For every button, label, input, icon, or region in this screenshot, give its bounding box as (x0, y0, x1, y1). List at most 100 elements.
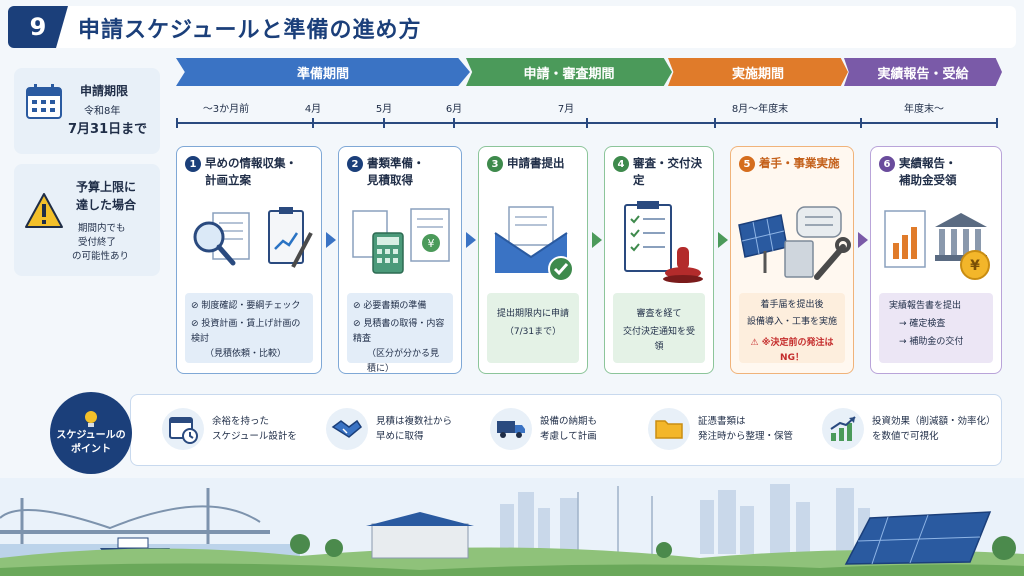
step-6-title-line1: 実績報告・ (899, 156, 957, 170)
step-1-detail-line: （見積依頼・比較） (205, 349, 287, 359)
step-2-detail-line: ⊘ 見積書の取得・内容精査 (353, 319, 445, 344)
step-5-card: 5 着手・事業実施 着手届を提出後 設備導入・工事を実施 ⚠ ※決定前の発注はN… (730, 146, 854, 374)
phase-report-receipt: 実績報告・受給 (844, 58, 1002, 86)
checklist-stamp-icon (624, 201, 703, 283)
growth-chart-icon (830, 416, 856, 441)
step-5-title: 着手・事業実施 (759, 156, 840, 170)
tip-text: 投資効果（削減額・効率化） (872, 416, 996, 427)
step-3-card: 3 申請書提出 提出期限内に申請 （7/31まで） (478, 146, 588, 374)
timeline-tick (860, 118, 862, 128)
tip-text: 発注時から整理・保管 (698, 431, 794, 442)
timeline-tick (383, 118, 385, 128)
envelope-check-icon (494, 206, 574, 282)
report-bank-icon: ¥ (884, 210, 990, 280)
step-1-detail-line: ⊘ 制度確認・要綱チェック (191, 301, 301, 311)
tip-text: スケジュール設計を (212, 431, 297, 442)
phase-implementation: 実施期間 (668, 58, 848, 86)
step-1-number: 1 (185, 156, 201, 172)
step-1-detail-box: ⊘ 制度確認・要綱チェック ⊘ 投資計画・賃上げ計画の検討 （見積依頼・比較） (185, 293, 313, 363)
deadline-card: 申請期限 令和8年 7月31日まで (14, 68, 160, 154)
tip-text: 余裕を持った (212, 416, 270, 427)
step-3-title: 申請書提出 (507, 156, 565, 170)
budget-note-line2: 受付終了 (78, 237, 117, 248)
chevron-right-icon (718, 232, 728, 248)
calculator-quote-icon: ¥ (352, 208, 450, 274)
tip-item-quotes: 見積は複数社から早めに取得 (326, 404, 486, 454)
calendar-clock-icon (169, 417, 198, 444)
step-5-warning-line: ⚠ ※決定前の発注はNG！ (750, 338, 834, 363)
step-3-detail-line: （7/31まで） (504, 327, 562, 337)
tip-text: 見積は複数社から (376, 416, 453, 427)
tip-text: を数値で可視化 (872, 431, 939, 442)
step-6-title-line2: 補助金受領 (899, 173, 957, 187)
chevron-right-icon (326, 232, 336, 248)
timeline-tick (176, 118, 178, 128)
handshake-icon (331, 419, 362, 438)
step-6-number: 6 (879, 156, 895, 172)
landscape-illustration (0, 478, 1024, 576)
phase-application-review: 申請・審査期間 (466, 58, 672, 86)
step-4-title: 審査・交付決定 (633, 156, 702, 187)
step-2-detail-line: （区分が分かる見積に） (367, 349, 440, 374)
step-5-detail-line: 設備導入・工事を実施 (746, 317, 837, 327)
deadline-title: 申請期限 (80, 84, 129, 98)
step-3-number: 3 (487, 156, 503, 172)
step-6-detail-line: 実績報告書を提出 (889, 301, 962, 311)
timeline-tick (312, 118, 314, 128)
step-5-detail-line: 着手届を提出後 (760, 300, 824, 310)
deadline-date: 7月31日まで (68, 122, 148, 137)
chevron-right-icon (858, 232, 868, 248)
step-2-number: 2 (347, 156, 363, 172)
title-bar (8, 6, 1016, 48)
timeline-label-3months-before: 〜3か月前 (202, 104, 250, 115)
timeline-label-after-fy-end: 年度末〜 (904, 104, 944, 115)
timeline-label-may: 5月 (375, 104, 393, 115)
step-6-detail-line: → 補助金の交付 (899, 337, 964, 347)
timeline-tick (714, 118, 716, 128)
step-1-title-line1: 早めの情報収集・ (205, 156, 297, 170)
chevron-right-icon (592, 232, 602, 248)
step-2-card: 2 書類準備・見積取得 ¥ ⊘ 必要書類の準備 ⊘ 見積書の取得・内容精査 （区… (338, 146, 462, 374)
schedule-points-badge: スケジュールの ポイント (50, 392, 132, 474)
timeline-label-august-fy-end: 8月〜年度末 (731, 104, 789, 115)
solar-equipment-icon (738, 206, 851, 280)
page-title: 申請スケジュールと準備の進め方 (78, 18, 422, 43)
tip-item-documents: 証憑書類は発注時から整理・保管 (648, 404, 818, 454)
schedule-points-line1: スケジュールの (56, 430, 126, 441)
step-5-number: 5 (739, 156, 755, 172)
step-4-detail-line: 審査を経て (636, 309, 682, 319)
timeline-tick (453, 118, 455, 128)
step-6-card: 6 実績報告・補助金受領 ¥ 実績報告書を提出 → 確定検査 → 補助金の交付 (870, 146, 1002, 374)
budget-title-line1: 予算上限に (76, 180, 137, 194)
budget-note-line3: の可能性あり (72, 251, 130, 262)
tip-item-schedule: 余裕を持ったスケジュール設計を (162, 404, 322, 454)
step-6-detail-box: 実績報告書を提出 → 確定検査 → 補助金の交付 (879, 293, 993, 363)
calendar-icon (26, 84, 62, 119)
budget-note-line1: 期間内でも (78, 223, 126, 234)
step-2-detail-line: ⊘ 必要書類の準備 (353, 301, 427, 311)
lightbulb-icon (85, 411, 97, 427)
folder-icon (655, 420, 683, 439)
step-2-title-line2: 見積取得 (367, 173, 413, 187)
svg-text:¥: ¥ (970, 258, 980, 274)
magnifier-documents-icon (193, 207, 313, 268)
step-1-title-line2: 計画立案 (205, 173, 251, 187)
step-1-detail-line: ⊘ 投資計画・賃上げ計画の検討 (191, 319, 301, 344)
truck-icon (497, 421, 525, 438)
deadline-era: 令和8年 (84, 106, 121, 117)
section-number-badge: 9 (8, 6, 68, 48)
step-4-card: 4 審査・交付決定 審査を経て 交付決定通知を受領 (604, 146, 714, 374)
step-4-number: 4 (613, 156, 629, 172)
step-1-card: 1 早めの情報収集・計画立案 ⊘ 制度確認・要綱チェック ⊘ 投資計画・賃上げ計… (176, 146, 322, 374)
timeline-label-july: 7月 (557, 104, 575, 115)
budget-title-line2: 達した場合 (76, 198, 137, 212)
phase-preparation: 準備期間 (176, 58, 470, 86)
step-2-title-line1: 書類準備・ (367, 156, 425, 170)
step-5-detail-box: 着手届を提出後 設備導入・工事を実施 ⚠ ※決定前の発注はNG！ (739, 293, 845, 363)
timeline-tick (996, 118, 998, 128)
step-3-detail-box: 提出期限内に申請 （7/31まで） (487, 293, 579, 363)
timeline-label-april: 4月 (304, 104, 322, 115)
step-6-detail-line: → 確定検査 (899, 319, 946, 329)
tip-item-investment-effect: 投資効果（削減額・効率化） を数値で可視化 (822, 404, 1000, 454)
warning-icon (25, 193, 63, 228)
